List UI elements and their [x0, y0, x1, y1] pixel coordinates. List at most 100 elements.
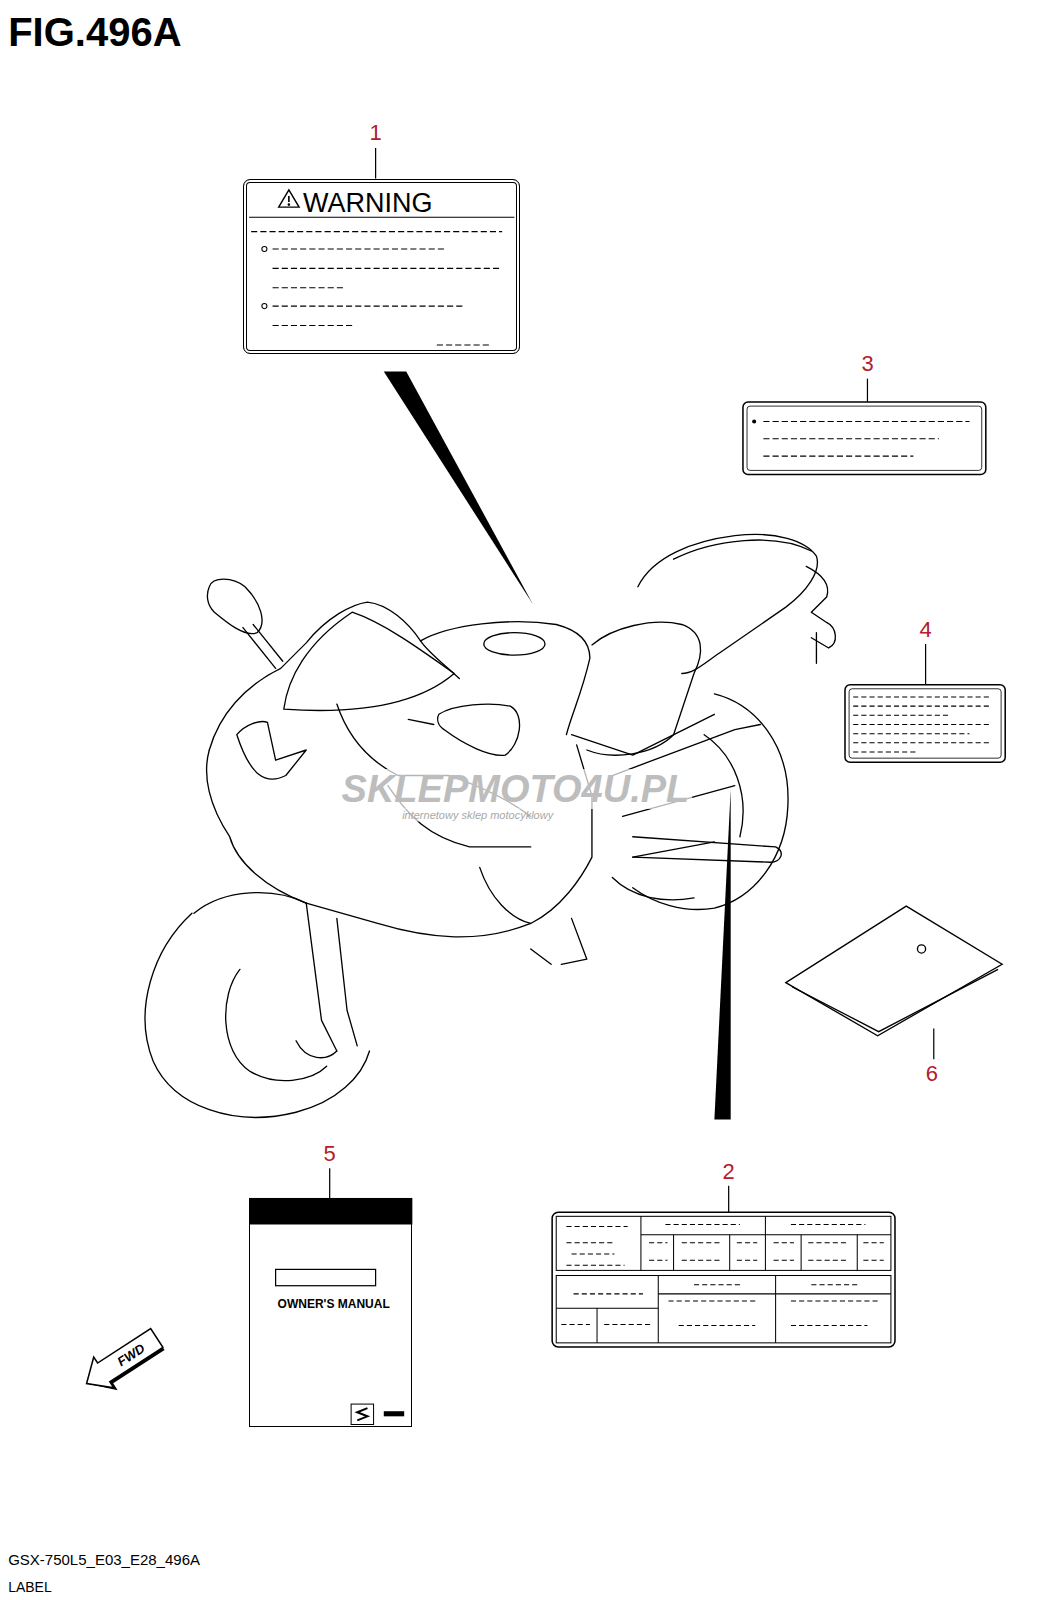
manual-cover-art [249, 1198, 412, 1225]
warning-label-content [249, 190, 514, 345]
motorcycle-outline [674, 540, 812, 559]
spec-table-label [775, 1276, 776, 1343]
spec-table-label [737, 1242, 757, 1243]
callout-number: 4 [920, 619, 932, 641]
leader-line [329, 1168, 330, 1198]
spec-table-label [673, 1235, 674, 1271]
document-envelope [786, 906, 1002, 1036]
warning-label-content [288, 196, 290, 202]
motorcycle-outline [633, 837, 781, 863]
manual-cover-art [384, 1411, 404, 1416]
spec-table-label [679, 1325, 756, 1326]
spec-table-label [774, 1260, 794, 1261]
motorcycle-outline [284, 612, 454, 710]
warning-label-content [273, 287, 343, 288]
motorcycle-outline [306, 903, 357, 1051]
info-label [853, 696, 992, 697]
spec-table-label [561, 1224, 883, 1325]
motorcycle-outline [704, 735, 743, 837]
motorcycle-outline [209, 602, 459, 750]
watermark: SKLEPMOTO4U.PL [339, 769, 693, 809]
pointer-wedge [384, 371, 731, 1119]
spec-table-label [658, 1276, 659, 1343]
manual-cover-art [351, 1404, 373, 1424]
document-envelope [786, 906, 1002, 1036]
spec-table-label [808, 1242, 849, 1243]
info-label [853, 697, 992, 752]
spec-table-label [863, 1242, 883, 1243]
spec-table-label [774, 1242, 794, 1243]
info-label [853, 752, 918, 753]
spec-table-label [572, 1254, 615, 1255]
warning-label-content [437, 344, 490, 345]
info-label [853, 715, 949, 716]
caution-label [743, 402, 986, 474]
spec-table-label [566, 1265, 624, 1266]
leader-line [867, 379, 868, 402]
motorcycle-outline [421, 622, 590, 735]
warning-label-content [288, 204, 290, 206]
warning-label-content [251, 231, 502, 232]
drawing-code: GSX-750L5_E03_E28_496A [8, 1552, 200, 1567]
spec-table-label [801, 1235, 802, 1271]
manual-cover-art [357, 1408, 367, 1420]
spec-table-label [641, 1234, 891, 1235]
warning-label-content [273, 248, 445, 249]
info-label [853, 733, 969, 734]
warning-label: WARNING [243, 179, 521, 355]
direction-marker: FWD [115, 1342, 147, 1369]
label-text: OWNER'S MANUAL [278, 1298, 390, 1310]
spec-table-label [552, 1212, 895, 1347]
callout-number: 5 [324, 1143, 336, 1165]
spec-table-label [658, 1293, 891, 1294]
callout-number: 6 [926, 1063, 938, 1085]
spec-table-label [574, 1293, 643, 1294]
info-label [845, 685, 1005, 763]
document-envelope [792, 969, 998, 1031]
owners-manual: OWNER'S MANUAL [249, 1198, 412, 1427]
spec-table-label [597, 1308, 598, 1343]
watermark: internetowy sklep motocyklowy [399, 809, 556, 822]
motorcycle-outline [484, 633, 545, 655]
spec-table-label [556, 1216, 891, 1270]
warning-label-content [262, 246, 267, 251]
motorcycle-outline [296, 1041, 337, 1058]
spec-table-label [682, 1260, 721, 1261]
warning-label-content [251, 232, 502, 345]
motorcycle-outline [438, 704, 520, 755]
caution-label [747, 406, 982, 470]
warning-label-content [279, 190, 299, 207]
spec-table-label [737, 1260, 757, 1261]
spec-table-label [566, 1242, 612, 1243]
warning-label-content [249, 217, 514, 218]
spec-table-label [811, 1284, 857, 1285]
info-label [849, 689, 1001, 758]
spec-table-label [682, 1242, 721, 1243]
caution-label [753, 420, 756, 423]
motorcycle-outline [243, 624, 283, 668]
spec-table-label [857, 1235, 858, 1271]
spec-table-label [552, 1212, 895, 1347]
document-envelope [917, 945, 925, 953]
warning-label-content [262, 304, 267, 309]
spec-table-label [791, 1325, 868, 1326]
info-label [845, 685, 1005, 763]
caution-label [763, 438, 939, 439]
warning-label-content [273, 268, 501, 269]
spec-table-label [561, 1324, 590, 1325]
spec-table-label [640, 1216, 641, 1270]
spec-table-label [791, 1224, 865, 1225]
spec-table-label [556, 1308, 658, 1309]
caution-label [763, 456, 913, 457]
spec-table-label [649, 1260, 667, 1261]
forward-arrow [77, 1323, 167, 1399]
spec-table-label [556, 1276, 891, 1343]
warning-label-content [273, 325, 353, 326]
warning-label-content [273, 306, 464, 307]
spec-table-label [808, 1260, 849, 1261]
callout-number: 3 [861, 353, 873, 375]
forward-arrow [87, 1338, 169, 1402]
info-label [853, 742, 992, 743]
pointer-wedge [714, 789, 730, 1120]
